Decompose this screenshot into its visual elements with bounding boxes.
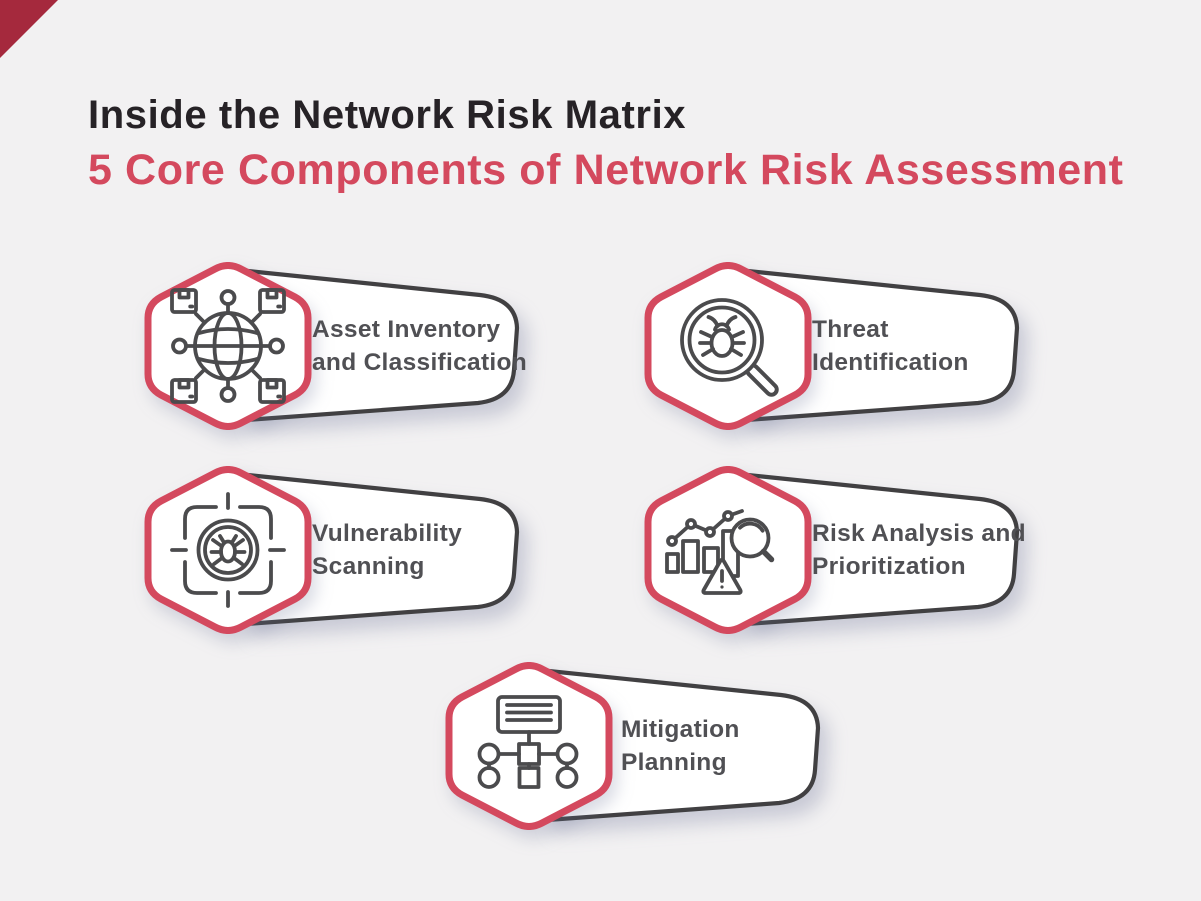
badge-mitigation-planning: Mitigation Planning [419,646,839,846]
badge-threat-identification-art [618,246,1038,446]
badge-label: Asset Inventory and Classification [312,313,528,379]
badge-label: Risk Analysis and Prioritization [812,517,1026,583]
page-title: Inside the Network Risk Matrix [88,93,687,137]
badge-label-line1: Threat [812,316,889,343]
hexagon-frame [648,470,808,631]
badge-label-line1: Mitigation [621,716,740,743]
page-subtitle: 5 Core Components of Network Risk Assess… [88,146,1124,195]
badge-label: Mitigation Planning [621,713,831,779]
badge-label-line1: Vulnerability [312,520,463,547]
badge-threat-identification: Threat Identification [618,246,1038,446]
badge-label-line2: Scanning [312,553,425,580]
magnifier-bug-icon [680,298,779,397]
scan-frame-bug-icon [170,492,286,608]
badge-label-line1: Risk Analysis and [812,520,1026,547]
badge-risk-analysis: Risk Analysis and Prioritization [618,450,1038,650]
badge-label: Vulnerability Scanning [312,517,522,583]
chart-magnifier-warning-icon [665,509,775,595]
badge-label-line2: Planning [621,749,727,776]
header: Inside the Network Risk Matrix 5 Core Co… [88,92,1124,197]
badge-label-line2: and Classification [312,349,528,376]
badge-vulnerability-scanning: Vulnerability Scanning [118,450,538,650]
flowchart-icon [477,695,579,789]
hexagon-frame [449,666,609,827]
badge-label-line2: Identification [812,349,969,376]
corner-triangle-decoration [0,0,58,58]
badge-label: Threat Identification [812,313,1022,379]
badge-label-line1: Asset Inventory [312,316,501,343]
badge-asset-inventory-art [118,246,538,446]
network-globe-packages-icon [170,288,286,404]
badge-mitigation-planning-art [419,646,839,846]
badge-vulnerability-scanning-art [118,450,538,650]
badge-label-line2: Prioritization [812,553,966,580]
badge-risk-analysis-art [618,450,1038,650]
badge-asset-inventory: Asset Inventory and Classification [118,246,538,446]
